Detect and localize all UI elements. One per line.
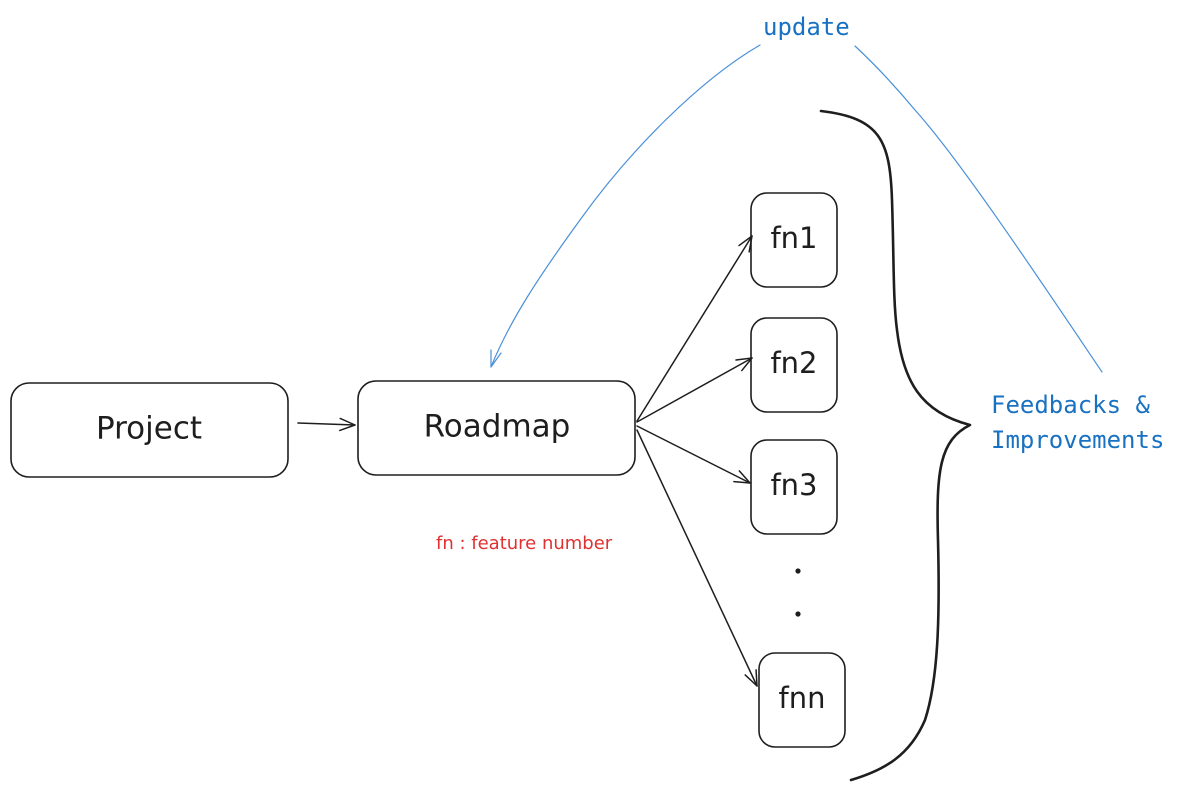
feature-node-fn3[interactable]: fn3 xyxy=(750,439,838,535)
feedback-arrowhead xyxy=(490,349,502,368)
feature-group-brace xyxy=(819,109,972,782)
feature-box xyxy=(750,439,838,535)
roadmap-label: Roadmap xyxy=(424,409,571,445)
arrow-roadmap-to-fnn xyxy=(636,429,758,687)
feature-box xyxy=(758,652,846,748)
project-box xyxy=(10,382,289,478)
feature-label: fn1 xyxy=(770,221,817,255)
feature-node-fnn[interactable]: fnn xyxy=(758,652,846,748)
feature-label: fnn xyxy=(779,681,826,715)
feedback-label-line1: Feedbacks & xyxy=(991,391,1150,419)
roadmap-node[interactable]: Roadmap xyxy=(357,380,636,476)
feature-node-fn2[interactable]: fn2 xyxy=(750,317,838,413)
update-label: update xyxy=(763,13,850,41)
ellipsis-dot xyxy=(795,611,801,617)
project-node[interactable]: Project xyxy=(10,382,289,478)
project-label: Project xyxy=(96,411,202,447)
ellipsis-dot xyxy=(795,568,801,574)
feature-label: fn2 xyxy=(770,346,817,380)
roadmap-box xyxy=(357,380,636,476)
legend-text: fn : feature number xyxy=(436,533,613,554)
feature-label: fn3 xyxy=(770,468,817,502)
feature-node-fn1[interactable]: fn1 xyxy=(750,192,838,288)
feedback-update-curve xyxy=(490,44,1103,373)
arrow-roadmap-to-fn2 xyxy=(636,357,753,423)
arrow-project-to-roadmap xyxy=(297,417,356,432)
feedback-label-line2: Improvements xyxy=(991,426,1164,454)
arrow-roadmap-to-fn3 xyxy=(636,425,751,484)
arrow-roadmap-to-fn1 xyxy=(636,235,753,422)
